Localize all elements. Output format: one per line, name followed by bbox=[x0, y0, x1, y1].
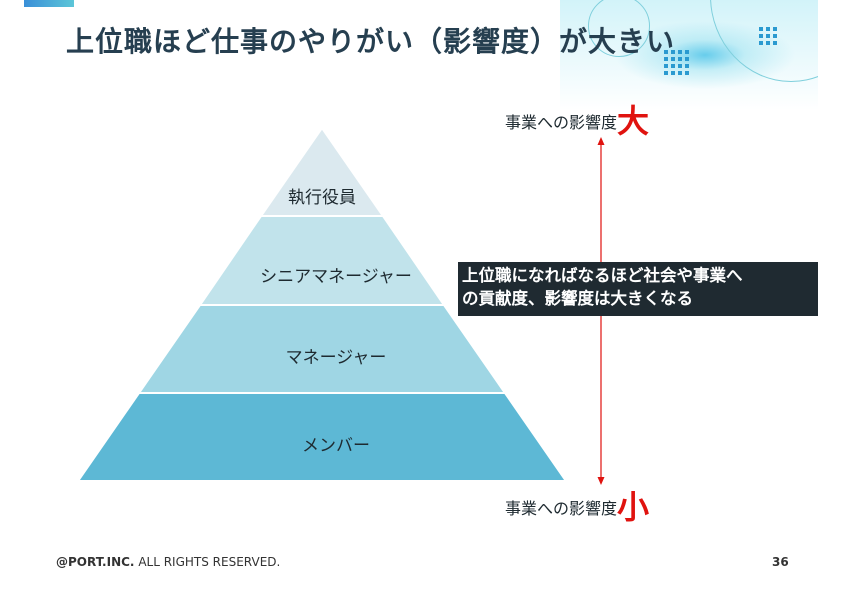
callout-box: 上位職になればなるほど社会や事業へ の貢献度、影響度は大きくなる bbox=[458, 262, 818, 316]
callout-line-2: の貢献度、影響度は大きくなる bbox=[462, 289, 693, 308]
impact-low-text: 事業への影響度 bbox=[505, 499, 618, 518]
page-title: 上位職ほど仕事のやりがい（影響度）が大きい bbox=[66, 25, 676, 58]
deco-circle-small bbox=[588, 0, 650, 57]
page-number: 36 bbox=[772, 555, 789, 569]
impact-high-emphasis: 大 bbox=[617, 102, 650, 140]
layer-label-manager: マネージャー bbox=[285, 348, 387, 368]
impact-low-emphasis: 小 bbox=[617, 488, 650, 526]
deco-dots bbox=[664, 50, 689, 75]
layer-label-member: メンバー bbox=[302, 436, 370, 456]
footer-company: @PORT.INC. bbox=[56, 555, 135, 569]
pyramid-layer-senior-manager bbox=[198, 215, 446, 306]
layer-label-senior-manager: シニアマネージャー bbox=[260, 267, 412, 287]
impact-high-text: 事業への影響度 bbox=[505, 113, 618, 132]
pyramid-layer-member bbox=[76, 392, 568, 482]
callout-line-1: 上位職になればなるほど社会や事業へ bbox=[462, 266, 743, 285]
accent-bar bbox=[24, 0, 74, 7]
footer-copyright: @PORT.INC. ALL RIGHTS RESERVED. bbox=[56, 555, 280, 569]
impact-label-low: 事業への影響度小 bbox=[505, 482, 649, 528]
header-decoration bbox=[560, 0, 818, 110]
layer-label-executive: 執行役員 bbox=[288, 188, 356, 208]
deco-dots bbox=[759, 27, 777, 45]
impact-label-high: 事業への影響度大 bbox=[505, 96, 649, 142]
footer-rights: ALL RIGHTS RESERVED. bbox=[138, 555, 281, 569]
